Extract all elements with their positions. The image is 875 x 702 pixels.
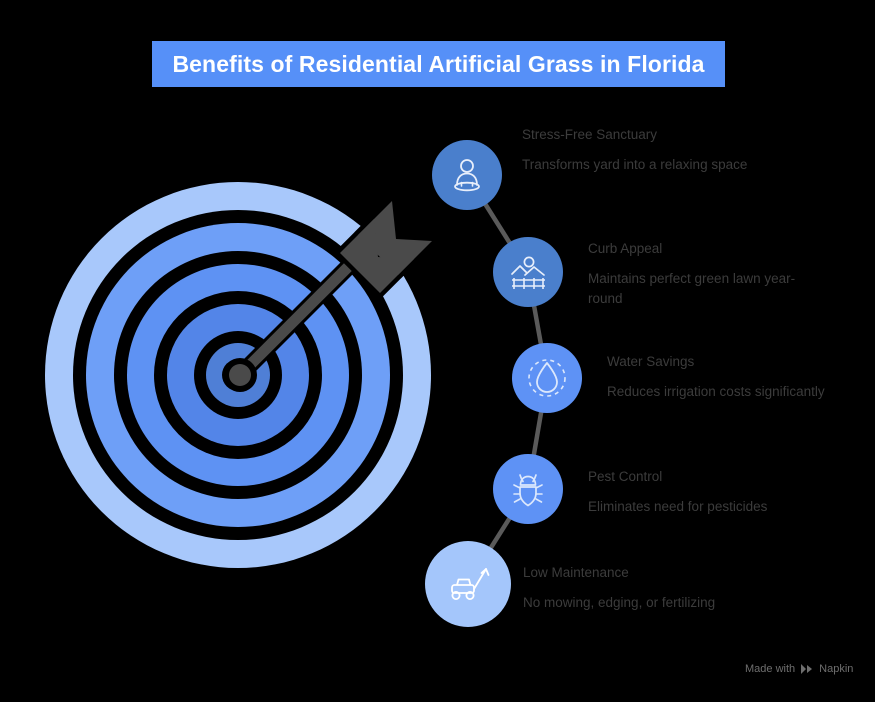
item-text-water-savings: Water Savings Reduces irrigation costs s… [607,353,827,402]
item-description: Eliminates need for pesticides [588,499,768,514]
icon-node-low-maintenance[interactable] [425,541,511,627]
icon-node-stress-free-sanctuary[interactable] [432,140,502,210]
item-title: Low Maintenance [523,565,629,580]
watermark-prefix: Made with [745,663,796,675]
page-title: Benefits of Residential Artificial Grass… [172,50,705,77]
item-title: Pest Control [588,469,663,484]
icon-node-pest-control[interactable] [493,454,563,524]
bug-icon [513,474,543,507]
item-title: Stress-Free Sanctuary [522,127,658,142]
icon-node-curb-appeal[interactable] [493,237,563,307]
item-description: Transforms yard into a relaxing space [522,157,748,172]
item-title: Water Savings [607,354,695,369]
item-description: Maintains perfect green lawn year-round [588,271,796,306]
item-text-stress-free-sanctuary: Stress-Free Sanctuary Transforms yard in… [522,126,752,175]
bullseye-target-graphic [45,182,437,568]
arrow-fletching-fill-b [340,219,414,293]
watermark-brand: Napkin [819,663,854,675]
arrow-fletching-fill-a [358,201,432,275]
item-text-low-maintenance: Low Maintenance No mowing, edging, or fe… [523,564,743,613]
arrow-tip-dot [229,364,251,386]
item-text-curb-appeal: Curb Appeal Maintains perfect green lawn… [588,240,818,309]
lawn-mower-icon [451,568,490,601]
watermark[interactable]: Made with Napkin [745,663,853,675]
meditation-person-icon [454,159,480,192]
item-text-pest-control: Pest Control Eliminates need for pestici… [588,468,828,517]
napkin-logo-icon [800,663,814,675]
landscape-fence-icon [511,256,545,289]
item-description: Reduces irrigation costs significantly [607,384,825,399]
item-description: No mowing, edging, or fertilizing [523,595,716,610]
title-banner: Benefits of Residential Artificial Grass… [152,41,725,87]
water-droplet-icon [528,359,566,397]
icon-node-water-savings[interactable] [512,343,582,413]
item-title: Curb Appeal [588,241,663,256]
